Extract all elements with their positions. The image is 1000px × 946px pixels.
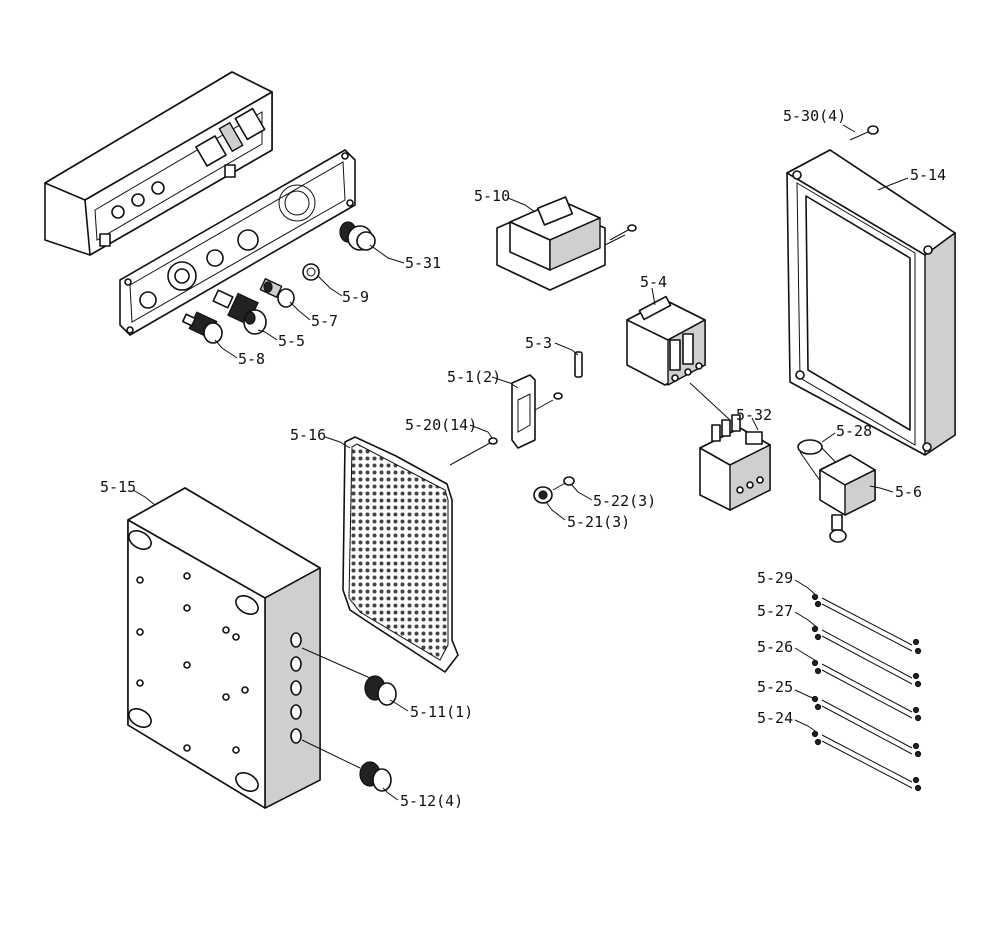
label-5-1: 5-1(2): [447, 368, 501, 386]
enclosure-lid-frame: [786, 125, 956, 456]
label-5-4: 5-4: [640, 273, 667, 291]
cable-harness-5-29: [811, 593, 922, 655]
pilot-light: [259, 278, 295, 308]
label-5-30: 5-30(4): [783, 107, 846, 125]
indicator-cap: [302, 263, 320, 281]
part-labels: 5-30(4) 5-14 5-10 5-31 5-4 5-9 5-7 5-5 5…: [100, 107, 946, 810]
emergency-stop-button: [339, 221, 376, 251]
cable-harness-5-24: [811, 730, 922, 792]
control-panel-plate: [119, 149, 356, 336]
leader-lines: [132, 124, 909, 801]
label-5-16: 5-16: [290, 426, 326, 444]
limit-switch: [797, 439, 876, 543]
label-5-26: 5-26: [757, 638, 793, 656]
label-5-12: 5-12(4): [400, 792, 463, 810]
cable-gland-small: [359, 761, 392, 792]
label-5-24: 5-24: [757, 709, 793, 727]
label-5-6: 5-6: [895, 483, 922, 501]
label-5-28: 5-28: [836, 422, 872, 440]
label-5-32: 5-32: [736, 406, 772, 424]
label-5-22: 5-22(3): [593, 492, 656, 510]
label-5-31: 5-31: [405, 254, 441, 272]
label-5-10: 5-10: [474, 187, 510, 205]
mounting-bracket: [511, 374, 563, 449]
label-5-15: 5-15: [100, 478, 136, 496]
selector-switch: [212, 289, 267, 335]
label-5-7: 5-7: [311, 312, 338, 330]
transformer: [496, 196, 637, 291]
label-5-25: 5-25: [757, 678, 793, 696]
contactor: [626, 295, 706, 386]
cable-harness-5-25: [811, 695, 922, 758]
perforated-mounting-plate: [342, 436, 459, 673]
cable-harness-5-26: [811, 659, 922, 722]
overload-relay: [689, 382, 771, 511]
washer-and-screw: [533, 476, 575, 504]
label-5-9: 5-9: [342, 288, 369, 306]
key-switch: [181, 311, 223, 344]
label-5-11: 5-11(1): [410, 703, 473, 721]
fuse: [574, 351, 583, 378]
label-5-5: 5-5: [278, 332, 305, 350]
label-5-14: 5-14: [910, 166, 946, 184]
label-5-8: 5-8: [238, 350, 265, 368]
label-5-29: 5-29: [757, 569, 793, 587]
cable-harness-5-27: [811, 625, 922, 688]
cable-gland-large: [364, 675, 397, 706]
label-5-20: 5-20(14): [405, 416, 477, 434]
control-box-housing: [44, 71, 273, 256]
label-5-21: 5-21(3): [567, 513, 630, 531]
label-5-3: 5-3: [525, 334, 552, 352]
screw: [449, 437, 498, 466]
label-5-27: 5-27: [757, 602, 793, 620]
main-enclosure-box: [127, 487, 371, 809]
